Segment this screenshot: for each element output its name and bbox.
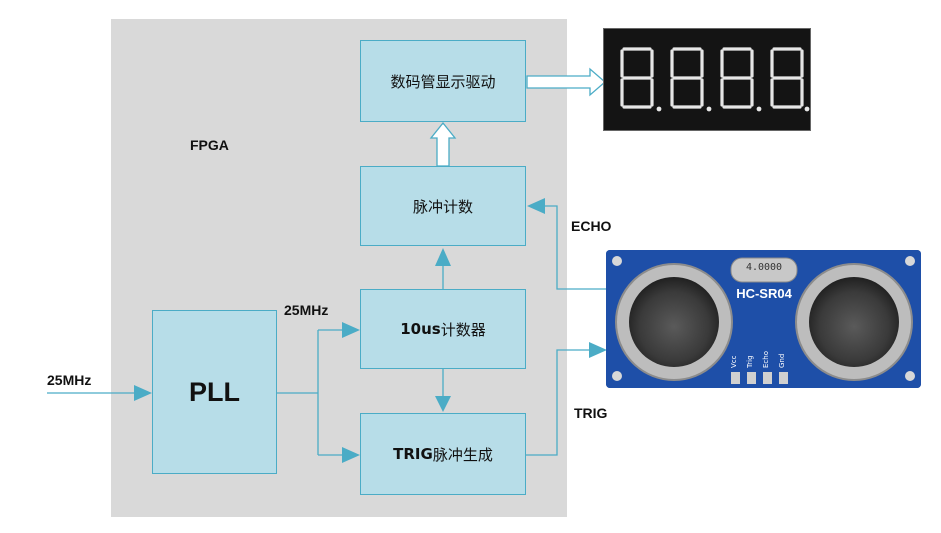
digit-2: [670, 47, 704, 109]
pulse-up-arrowhead: [435, 248, 451, 266]
clock-input-arrowhead: [134, 385, 152, 401]
pin-label-vcc: Vcc: [730, 355, 738, 369]
pin-label-echo: Echo: [762, 351, 770, 368]
pin-label-trig: Trig: [746, 355, 754, 368]
seven-segment-digits: [620, 47, 810, 112]
digit-3: [720, 47, 754, 109]
header-pins: [731, 372, 788, 384]
pin-label-gnd: Gnd: [778, 353, 786, 368]
display-output-arrow: [526, 67, 606, 97]
sensor-graphic: [606, 250, 921, 388]
display-driver-block: 数码管显示驱动: [360, 40, 526, 122]
clock-output-label: 25MHz: [284, 302, 329, 318]
digit-4: [770, 47, 804, 109]
receiver-mesh: [809, 277, 899, 367]
trig-generator-suffix: 脉冲生成: [432, 445, 493, 464]
pll-block: PLL: [152, 310, 277, 474]
count-to-display-arrow: [429, 121, 457, 167]
clock-input-label: 25MHz: [47, 372, 92, 388]
us-counter-arrowhead: [342, 322, 360, 338]
trig-label: TRIG: [574, 405, 608, 421]
trig-to-sensor-arrowhead: [589, 342, 607, 358]
us-counter-prefix: 10us: [400, 320, 441, 338]
mounting-holes: [612, 256, 915, 381]
trig-signal-line: [526, 349, 590, 456]
trig-down-arrowhead: [435, 396, 451, 412]
echo-label: ECHO: [571, 218, 612, 234]
crystal-label: 4.0000: [745, 262, 783, 273]
decimal-point-3: [756, 106, 762, 112]
ultrasonic-sensor: 4.0000 HC-SR04 Vcc Trig Echo Gnd: [606, 250, 921, 388]
decimal-point-1: [656, 106, 662, 112]
fpga-label: FPGA: [190, 137, 229, 153]
decimal-point-4: [804, 106, 810, 112]
digit-1: [620, 47, 654, 109]
echo-signal-line: [544, 205, 606, 290]
seven-segment-display: [603, 28, 811, 131]
decimal-point-2: [706, 106, 712, 112]
echo-arrowhead: [527, 198, 545, 214]
trig-generator-prefix: TRIG: [393, 445, 433, 463]
trig-gen-arrowhead: [342, 447, 360, 463]
us-counter-suffix: 计数器: [440, 320, 486, 339]
transmitter-mesh: [629, 277, 719, 367]
crystal-oscillator: [730, 257, 798, 283]
pin-labels: Vcc Trig Echo Gnd: [730, 342, 794, 370]
sensor-model-label: HC-SR04: [736, 286, 792, 301]
